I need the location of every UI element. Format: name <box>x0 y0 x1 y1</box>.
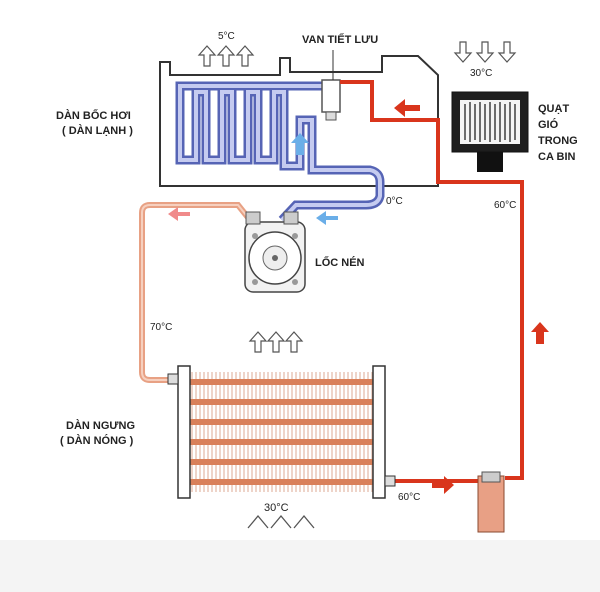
evaporator-label: DÀN BỐC HƠI <box>56 110 131 122</box>
condenser-sublabel: ( DÀN NÓNG ) <box>60 435 134 447</box>
condenser <box>167 365 396 499</box>
discharge-temp: 70°C <box>150 322 173 333</box>
bottom-fade <box>0 540 600 592</box>
flow-arrow-cold-left <box>316 211 338 225</box>
air-caret-icon <box>247 514 269 529</box>
air-arrow-down-icon <box>475 41 495 63</box>
blower-fan-label-line-1: QUẠT <box>538 103 570 115</box>
evaporator-sublabel: ( DÀN LẠNH ) <box>62 125 133 137</box>
high-pressure-line <box>340 80 524 483</box>
blower-fan-label-line-2: GIÓ <box>538 119 559 131</box>
suction-line <box>278 165 385 224</box>
blower-fan-label-line-4: CA BIN <box>538 151 576 163</box>
air-arrow-down-icon <box>453 41 473 63</box>
cabin-air-temp: 30°C <box>470 68 493 79</box>
blower-fan <box>451 91 529 172</box>
expansion-valve-label: VAN TIẾT LƯU <box>302 34 379 46</box>
condenser-out-temp: 60°C <box>398 492 421 503</box>
evaporator-coil <box>175 81 330 175</box>
condenser-label: DÀN NGƯNG <box>66 420 136 432</box>
air-caret-icon <box>293 514 315 529</box>
receiver-drier <box>477 471 505 533</box>
air-caret-icon <box>270 514 292 529</box>
air-arrow-up-icon <box>284 331 304 353</box>
expansion-valve <box>321 50 341 121</box>
air-arrow-up-icon <box>248 331 268 353</box>
flow-arrow-hot-right <box>432 476 454 494</box>
blower-fan-label: QUẠT GIÓ TRONG CA BIN <box>538 101 578 165</box>
compressor-label: LỐC NÉN <box>315 257 365 269</box>
air-arrow-up-icon <box>235 45 255 67</box>
condenser-fins <box>191 372 373 492</box>
high-side-temp: 60°C <box>494 200 517 211</box>
airflow-arrows <box>197 41 517 529</box>
flow-arrow-warm-left <box>168 207 190 221</box>
flow-arrow-hot-left <box>394 99 420 117</box>
air-arrow-up-icon <box>266 331 286 353</box>
evap-air-temp: 5°C <box>218 31 235 42</box>
blower-fan-label-line-3: TRONG <box>538 135 578 147</box>
air-arrow-down-icon <box>497 41 517 63</box>
discharge-line <box>139 202 253 383</box>
compressor <box>244 211 306 293</box>
flow-arrow-cold-up <box>291 133 309 155</box>
suction-temp: 0°C <box>386 196 403 207</box>
air-arrow-up-icon <box>216 45 236 67</box>
flow-arrow-hot-up <box>531 322 549 344</box>
condenser-tubes <box>182 379 383 485</box>
air-arrow-up-icon <box>197 45 217 67</box>
ambient-air-temp: 30°C <box>264 502 289 514</box>
